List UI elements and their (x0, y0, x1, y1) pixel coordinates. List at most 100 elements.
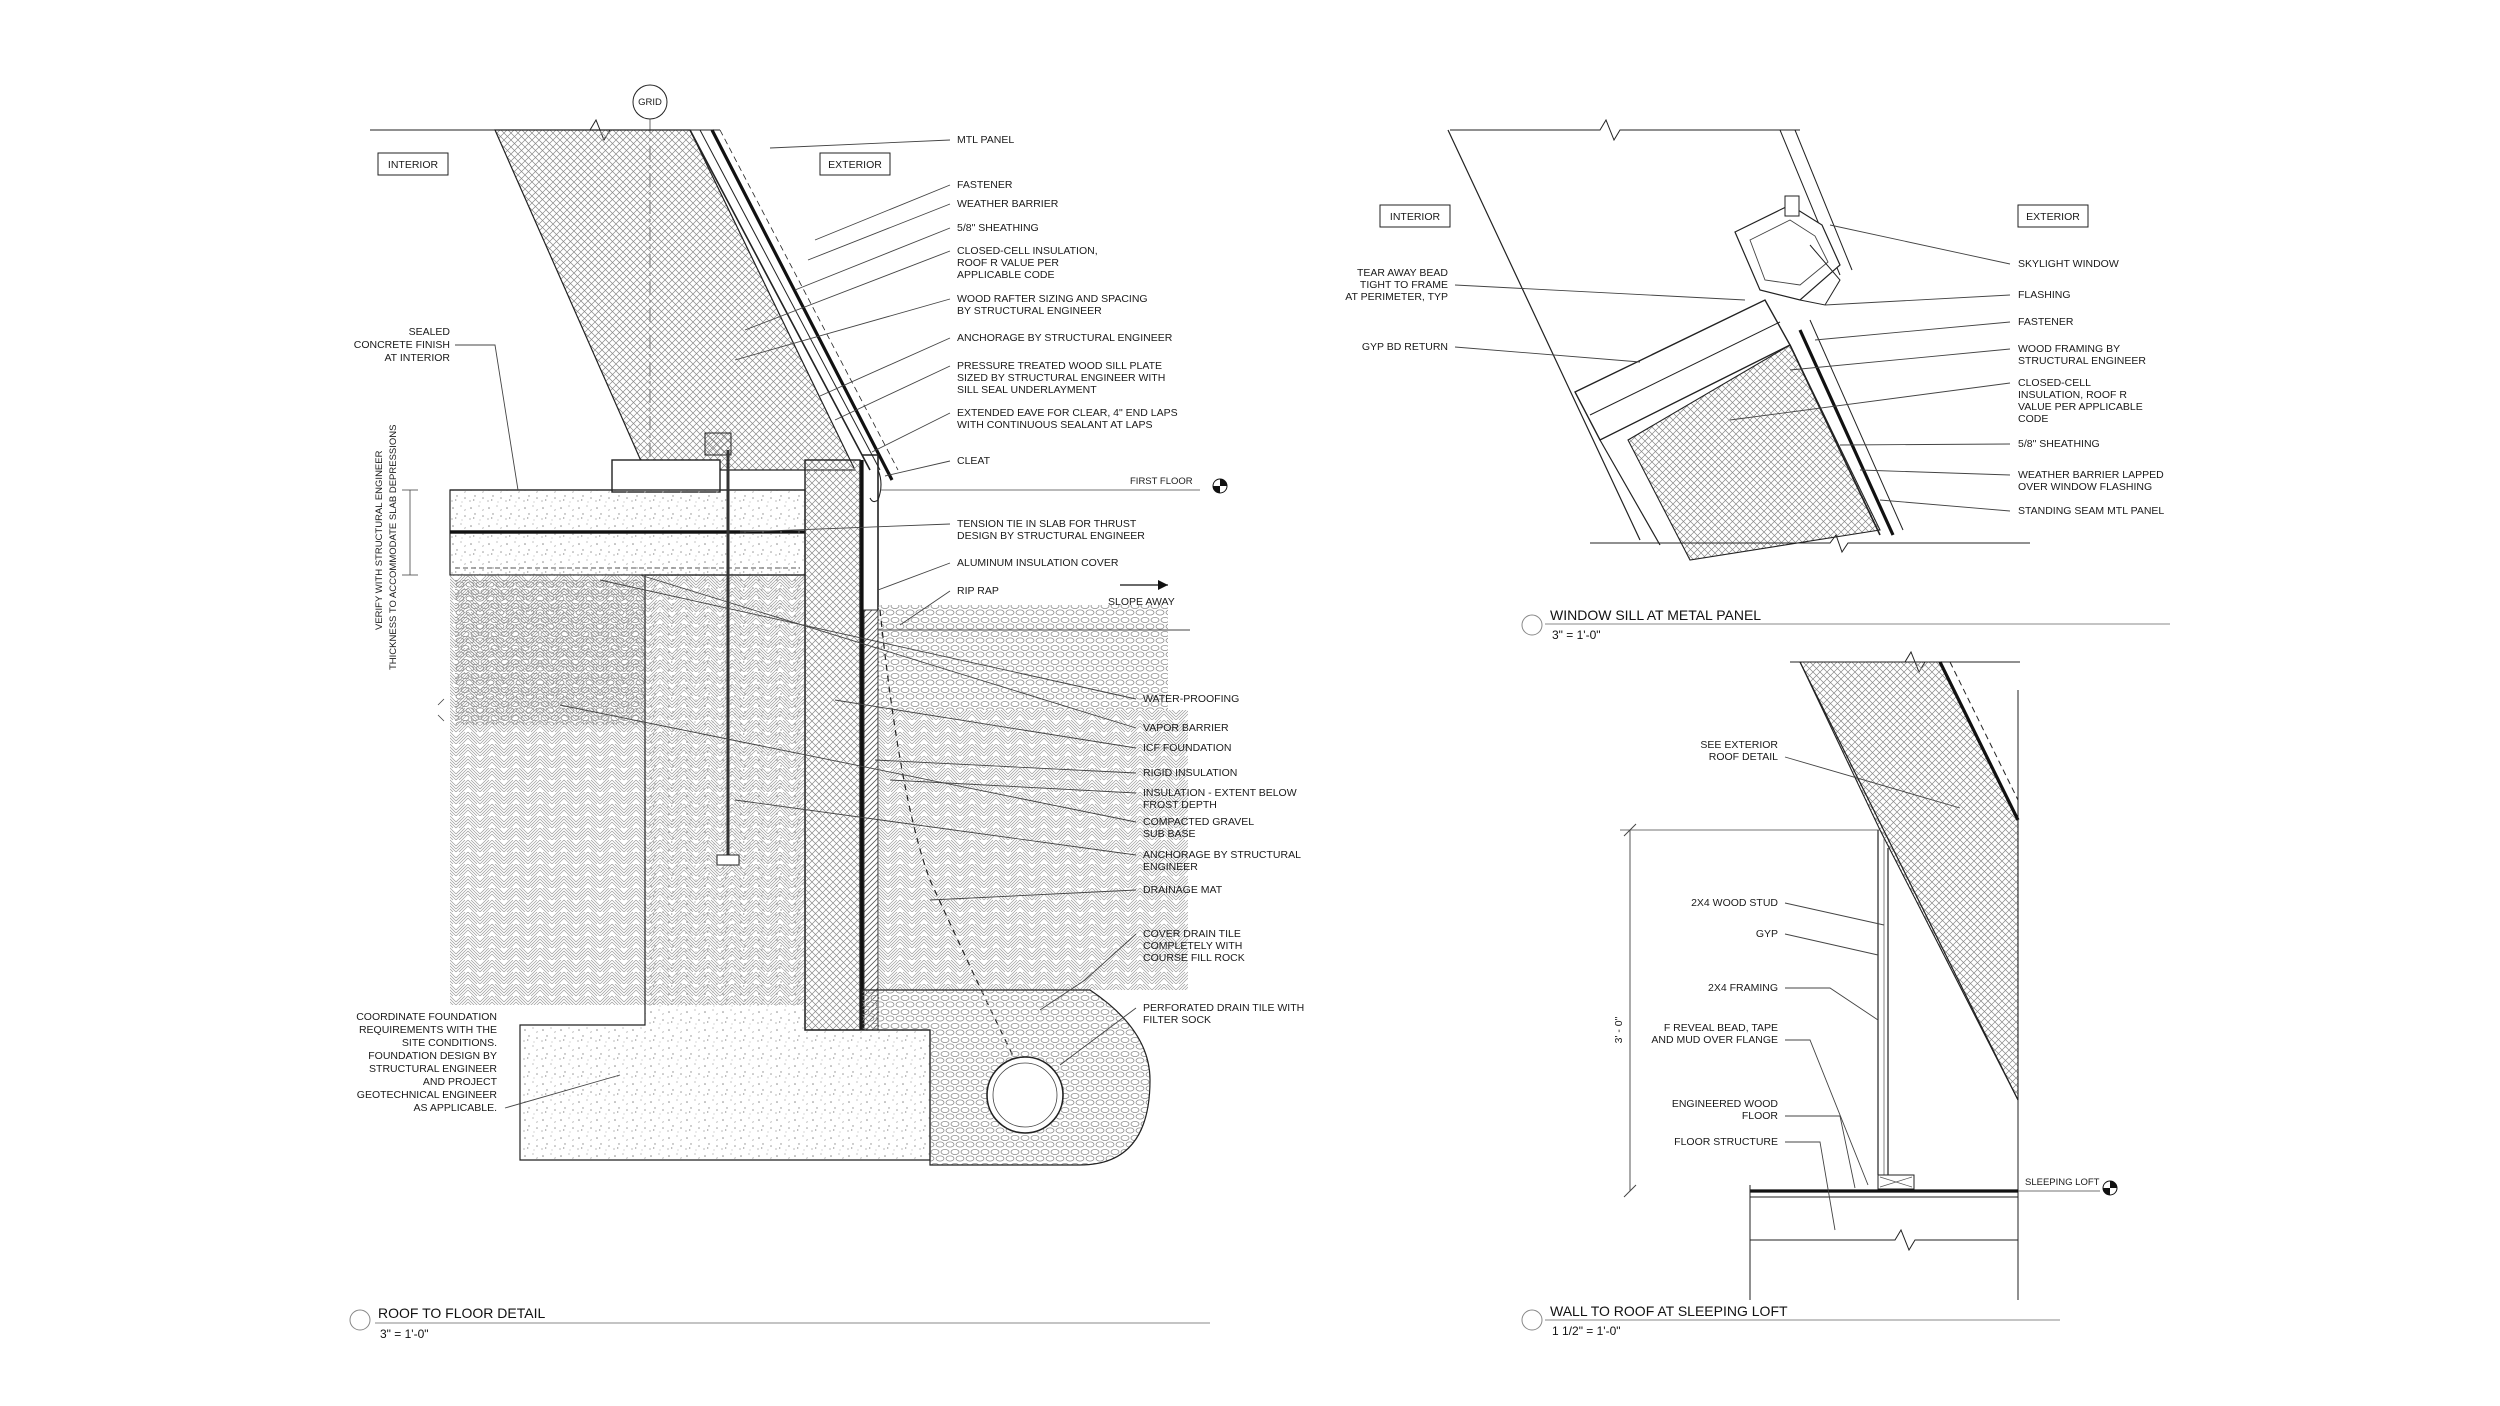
svg-text:ROOF DETAIL: ROOF DETAIL (1709, 751, 1778, 763)
roof-to-floor-leaders-right (734, 139, 951, 626)
svg-text:INSULATION, ROOF R: INSULATION, ROOF R (2018, 389, 2127, 401)
svg-text:WOOD RAFTER SIZING AND SPACING: WOOD RAFTER SIZING AND SPACING (957, 293, 1148, 305)
svg-text:STANDING SEAM MTL PANEL: STANDING SEAM MTL PANEL (2018, 505, 2164, 517)
svg-text:CLOSED-CELL INSULATION,: CLOSED-CELL INSULATION, (957, 245, 1098, 257)
level-marker-icon (1212, 478, 1228, 494)
svg-text:COMPLETELY WITH: COMPLETELY WITH (1143, 940, 1242, 952)
first-floor-label: FIRST FLOOR (1130, 476, 1193, 487)
svg-text:AND MUD OVER FLANGE: AND MUD OVER FLANGE (1651, 1034, 1778, 1046)
svg-text:VAPOR BARRIER: VAPOR BARRIER (1143, 722, 1229, 734)
gyp-bd-return: GYP BD RETURN (1362, 341, 1448, 353)
svg-text:ANCHORAGE BY STRUCTURAL: ANCHORAGE BY STRUCTURAL (1143, 849, 1301, 861)
svg-text:FOUNDATION DESIGN BY: FOUNDATION DESIGN BY (368, 1050, 497, 1062)
sealed-note-line-3: AT INTERIOR (384, 352, 450, 364)
svg-text:PERFORATED DRAIN TILE WITH: PERFORATED DRAIN TILE WITH (1143, 1002, 1304, 1014)
icf-foundation (804, 459, 861, 1031)
exterior-tag-box (819, 152, 891, 176)
svg-text:ROOF R VALUE PER: ROOF R VALUE PER (957, 257, 1059, 269)
perforated-drain-tile (986, 1056, 1064, 1134)
svg-text:WITH CONTINUOUS SEALANT AT LAP: WITH CONTINUOUS SEALANT AT LAPS (957, 419, 1152, 431)
exterior-tag: EXTERIOR (828, 159, 882, 171)
svg-text:FROST DEPTH: FROST DEPTH (1143, 799, 1217, 811)
svg-text:APPLICABLE CODE: APPLICABLE CODE (957, 269, 1054, 281)
svg-text:COORDINATE FOUNDATION: COORDINATE FOUNDATION (356, 1011, 497, 1023)
svg-text:ENGINEER: ENGINEER (1143, 861, 1198, 873)
window-exterior-tag: EXTERIOR (2026, 211, 2080, 223)
skylight-window (1734, 195, 1841, 306)
roof-to-floor-scale: 3" = 1'-0" (380, 1327, 429, 1341)
roof-to-floor-labels-lower: WATER-PROOFING VAPOR BARRIER ICF FOUNDAT… (1143, 693, 1304, 1026)
svg-text:SILL SEAL UNDERLAYMENT: SILL SEAL UNDERLAYMENT (957, 384, 1097, 396)
svg-text:2X4 WOOD STUD: 2X4 WOOD STUD (1691, 897, 1778, 909)
svg-text:ENGINEERED WOOD: ENGINEERED WOOD (1672, 1098, 1779, 1110)
svg-text:WEATHER BARRIER: WEATHER BARRIER (957, 198, 1059, 210)
svg-text:ANCHORAGE BY STRUCTURAL ENGINE: ANCHORAGE BY STRUCTURAL ENGINEER (957, 332, 1173, 344)
slope-arrow-icon (1120, 580, 1168, 590)
sleeping-loft-labels: SEE EXTERIOR ROOF DETAIL 2X4 WOOD STUD G… (1651, 739, 1778, 1148)
svg-text:VALUE PER APPLICABLE: VALUE PER APPLICABLE (2018, 401, 2143, 413)
sealed-note-line-2: CONCRETE FINISH (354, 339, 450, 351)
sleeping-loft-detail: 3' - 0" SLEEPING LOFT SEE EXTERIOR ROOF … (1521, 650, 2118, 1338)
interior-tag-box (377, 152, 449, 176)
svg-text:FLASHING: FLASHING (2018, 289, 2071, 301)
svg-text:BY STRUCTURAL ENGINEER: BY STRUCTURAL ENGINEER (957, 305, 1102, 317)
slope-away-label: SLOPE AWAY (1108, 596, 1175, 608)
svg-text:5/8" SHEATHING: 5/8" SHEATHING (2018, 438, 2100, 450)
svg-text:5/8" SHEATHING: 5/8" SHEATHING (957, 222, 1039, 234)
sleeping-loft-leaders (1784, 756, 1961, 1231)
tear-away-line-3: AT PERIMETER, TYP (1345, 291, 1448, 303)
svg-text:STRUCTURAL ENGINEER: STRUCTURAL ENGINEER (2018, 355, 2146, 367)
roof-to-floor-detail: GRID INTERIOR EXTERIOR (349, 84, 1304, 1341)
svg-text:2X4 FRAMING: 2X4 FRAMING (1708, 982, 1778, 994)
svg-text:FASTENER: FASTENER (957, 179, 1013, 191)
coordinate-note: COORDINATE FOUNDATION REQUIREMENTS WITH … (356, 1011, 497, 1114)
sealed-note-line-1: SEALED (409, 326, 451, 338)
svg-text:AS APPLICABLE.: AS APPLICABLE. (414, 1102, 497, 1114)
svg-text:WATER-PROOFING: WATER-PROOFING (1143, 693, 1239, 705)
svg-text:CODE: CODE (2018, 413, 2048, 425)
roof-to-floor-leaders-lower (559, 574, 1137, 1066)
svg-text:COVER DRAIN TILE: COVER DRAIN TILE (1143, 928, 1241, 940)
svg-text:COURSE FILL ROCK: COURSE FILL ROCK (1143, 952, 1245, 964)
sleeping-loft-level: SLEEPING LOFT (2025, 1177, 2100, 1188)
svg-text:PRESSURE TREATED WOOD SILL PLA: PRESSURE TREATED WOOD SILL PLATE (957, 360, 1162, 372)
window-interior-tag: INTERIOR (1390, 211, 1441, 223)
svg-text:AND PROJECT: AND PROJECT (423, 1076, 498, 1088)
svg-text:SUB BASE: SUB BASE (1143, 828, 1196, 840)
svg-text:REQUIREMENTS WITH THE: REQUIREMENTS WITH THE (359, 1024, 497, 1036)
svg-text:ALUMINUM INSULATION COVER: ALUMINUM INSULATION COVER (957, 557, 1119, 569)
tear-away-line-1: TEAR AWAY BEAD (1357, 267, 1448, 279)
sleeping-loft-scale: 1 1/2" = 1'-0" (1552, 1324, 1621, 1338)
roof-to-floor-title: ROOF TO FLOOR DETAIL (378, 1305, 545, 1321)
detail-bubble (349, 1309, 371, 1331)
window-sill-title: WINDOW SILL AT METAL PANEL (1550, 607, 1761, 623)
loft-level-marker-icon (2102, 1180, 2118, 1196)
svg-text:ICF FOUNDATION: ICF FOUNDATION (1143, 742, 1231, 754)
sleeping-loft-title: WALL TO ROOF AT SLEEPING LOFT (1550, 1303, 1788, 1319)
svg-text:MTL PANEL: MTL PANEL (957, 134, 1014, 146)
rip-rap (878, 605, 1168, 710)
loft-dimension: 3' - 0" (1613, 1016, 1625, 1043)
interior-tag: INTERIOR (388, 159, 439, 171)
svg-text:RIGID INSULATION: RIGID INSULATION (1143, 767, 1237, 779)
svg-text:CLEAT: CLEAT (957, 455, 991, 467)
svg-text:FLOOR: FLOOR (1742, 1110, 1779, 1122)
window-sill-leaders-right (1729, 224, 2011, 512)
svg-text:F REVEAL BEAD, TAPE: F REVEAL BEAD, TAPE (1664, 1022, 1778, 1034)
window-insulation (1627, 344, 1881, 561)
verify-note-line-1: VERIFY WITH STRUCTURAL ENGINEER (374, 450, 385, 630)
rigid-insulation (863, 609, 879, 1031)
svg-text:FLOOR STRUCTURE: FLOOR STRUCTURE (1674, 1136, 1778, 1148)
svg-text:STRUCTURAL ENGINEER: STRUCTURAL ENGINEER (369, 1063, 497, 1075)
grid-tag: GRID (638, 97, 662, 108)
svg-text:SIZED BY STRUCTURAL ENGINEER W: SIZED BY STRUCTURAL ENGINEER WITH (957, 372, 1165, 384)
svg-text:SITE CONDITIONS.: SITE CONDITIONS. (402, 1037, 497, 1049)
svg-text:INSULATION - EXTENT BELOW: INSULATION - EXTENT BELOW (1143, 787, 1297, 799)
window-sill-labels-right: SKYLIGHT WINDOW FLASHING FASTENER WOOD F… (2018, 258, 2164, 517)
window-sill-scale: 3" = 1'-0" (1552, 628, 1601, 642)
roof-to-floor-labels-right: MTL PANEL FASTENER WEATHER BARRIER 5/8" … (957, 134, 1178, 597)
svg-text:WEATHER BARRIER LAPPED: WEATHER BARRIER LAPPED (2018, 469, 2164, 481)
svg-text:FILTER SOCK: FILTER SOCK (1143, 1014, 1211, 1026)
window-sill-detail: INTERIOR EXTERIOR TEAR AWAY BEAD TIGHT T… (1345, 118, 2170, 642)
